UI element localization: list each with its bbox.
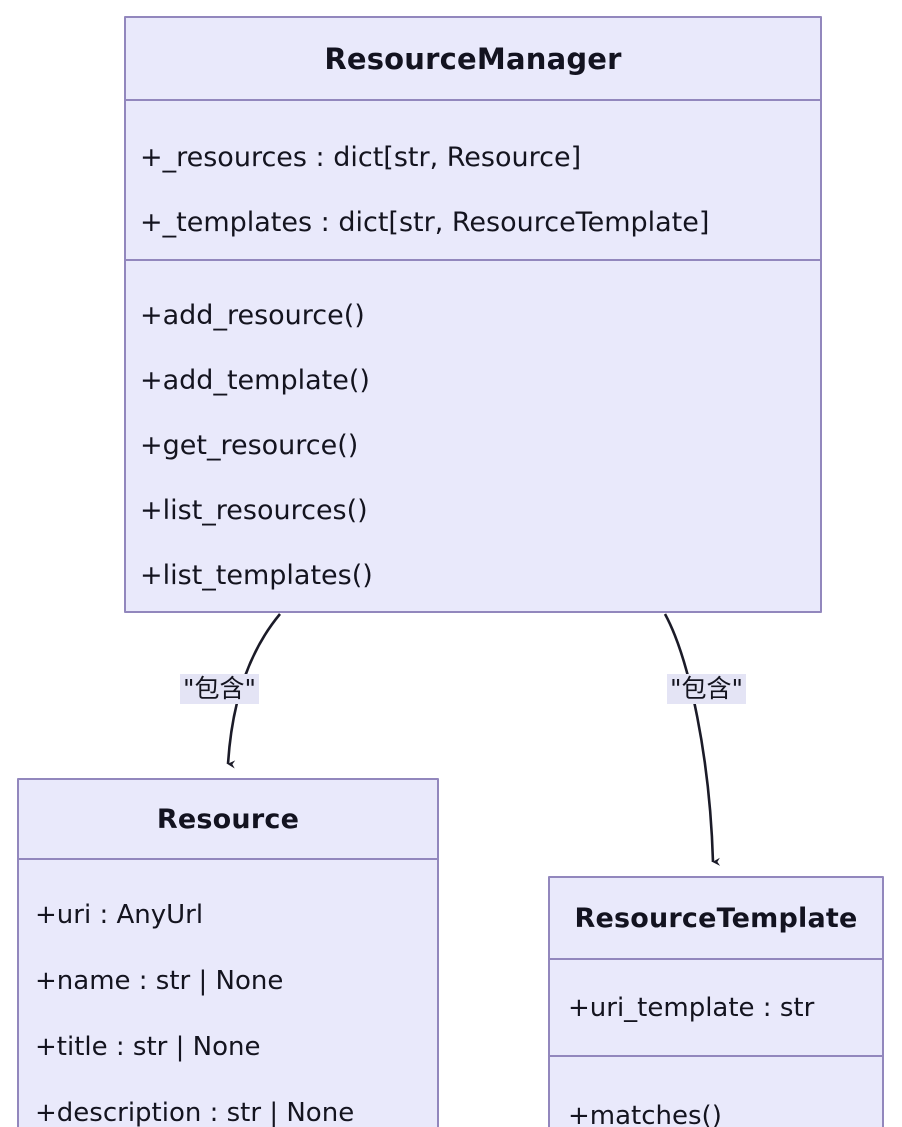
class-title-resource-template: ResourceTemplate — [574, 902, 858, 934]
class-attributes-resource-manager: +_resources : dict[str, Resource] +_temp… — [126, 99, 820, 259]
attribute-row: +uri_template : str — [568, 992, 815, 1023]
class-attributes-resource: +uri : AnyUrl +name : str | None +title … — [19, 858, 437, 1127]
attribute-row: +title : str | None — [35, 1032, 261, 1062]
method-row: +list_resources() — [140, 495, 368, 526]
attribute-row: +description : str | None — [35, 1098, 355, 1127]
class-box-resource-template[interactable]: ResourceTemplate +uri_template : str +ma… — [548, 876, 884, 1127]
method-row: +add_template() — [140, 365, 370, 396]
class-methods-resource-manager: +add_resource() +add_template() +get_res… — [126, 259, 820, 609]
method-row: +get_resource() — [140, 430, 359, 461]
attribute-row: +_templates : dict[str, ResourceTemplate… — [140, 207, 710, 238]
method-row: +matches() — [568, 1101, 722, 1127]
class-box-resource[interactable]: Resource +uri : AnyUrl +name : str | Non… — [17, 778, 439, 1127]
edge-label-manager-to-resource-template: "包含" — [667, 674, 746, 705]
edge-label-manager-to-resource: "包含" — [180, 674, 259, 705]
class-attributes-resource-template: +uri_template : str — [550, 958, 882, 1055]
method-row: +list_templates() — [140, 560, 373, 591]
attribute-row: +_resources : dict[str, Resource] — [140, 142, 582, 173]
attribute-row: +name : str | None — [35, 966, 284, 996]
class-title-resource-manager: ResourceManager — [324, 41, 622, 76]
class-title-resource: Resource — [156, 803, 300, 835]
class-methods-resource-template: +matches() — [550, 1055, 882, 1127]
method-row: +add_resource() — [140, 300, 365, 331]
attribute-row: +uri : AnyUrl — [35, 900, 204, 930]
class-box-resource-manager[interactable]: ResourceManager +_resources : dict[str, … — [124, 16, 822, 613]
edge-manager-to-resource-template — [663, 613, 721, 866]
